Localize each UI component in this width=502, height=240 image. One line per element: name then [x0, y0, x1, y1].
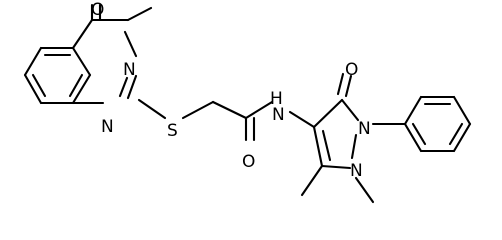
atom-n2-pyrazole: N: [350, 161, 363, 181]
linker-chain: [137, 98, 316, 142]
atom-o-pyrazolone: O: [345, 60, 358, 80]
benzene-ring: [23, 46, 92, 105]
atom-n1-pyrazole: N: [358, 119, 371, 139]
atom-n-methyl: N: [123, 60, 136, 80]
phenyl-ring: [403, 95, 472, 153]
atom-n-amide: N: [272, 105, 285, 125]
atom-labels: O N N S O H N O N N: [91, 0, 371, 181]
atom-n-imine: N: [101, 117, 114, 137]
atom-o-amide: O: [242, 152, 255, 172]
molecule-diagram: O N N S O H N O N N: [23, 0, 472, 204]
pyrazolone-ring: [300, 72, 407, 204]
structure-svg: O N N S O H N O N N: [23, 0, 472, 204]
atom-s-thioether: S: [167, 121, 178, 141]
atom-h-amide: H: [270, 89, 283, 109]
pyrimidinone-ring: [71, 3, 153, 105]
atom-o-ring-carbonyl: O: [91, 0, 104, 20]
